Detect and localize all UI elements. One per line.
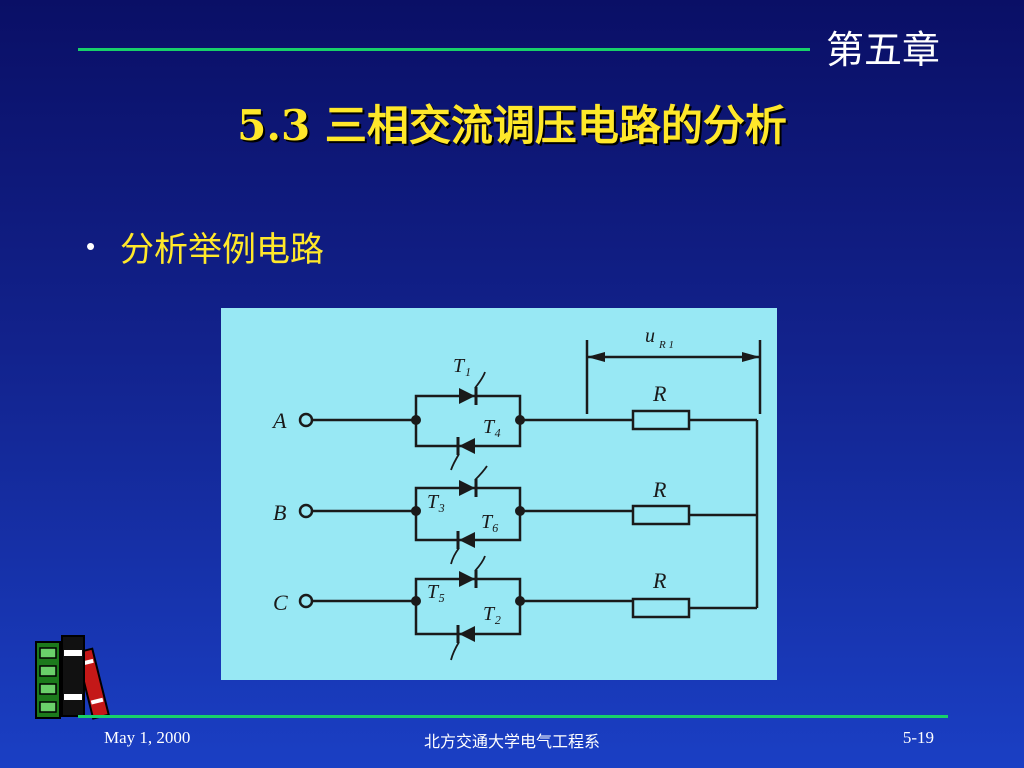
resistor-label-c: R bbox=[652, 568, 667, 593]
resistor-label-a: R bbox=[652, 381, 667, 406]
circuit-svg: A B C T₁ T₄ T₃ T₆ T₅ T₂ R R R u R 1 bbox=[271, 325, 762, 661]
thyristor-label-t2: T₂ bbox=[483, 603, 501, 625]
thyristor-label-t3: T₃ bbox=[427, 491, 445, 513]
bullet-item: • 分析举例电路 bbox=[86, 222, 324, 271]
phase-label-c: C bbox=[273, 590, 288, 615]
bullet-text: 分析举例电路 bbox=[120, 230, 324, 270]
chapter-label: 第五章 bbox=[826, 28, 941, 72]
books-icon bbox=[28, 628, 124, 724]
bullet-dot: • bbox=[86, 231, 96, 261]
resistor-label-b: R bbox=[652, 477, 667, 502]
thyristor-label-t6: T₆ bbox=[481, 511, 499, 533]
thyristor-label-t4: T₄ bbox=[483, 416, 501, 438]
phase-label-b: B bbox=[273, 500, 286, 525]
thyristor-label-t5: T₅ bbox=[427, 581, 445, 603]
voltage-label: u bbox=[645, 325, 655, 347]
footer-organization: 北方交通大学电气工程系 bbox=[423, 732, 600, 751]
circuit-diagram: A B C T₁ T₄ T₃ T₆ T₅ T₂ R R R u R 1 bbox=[221, 308, 777, 680]
slide-title: 5.3 三相交流调压电路的分析 bbox=[237, 101, 787, 150]
bottom-divider bbox=[78, 715, 948, 718]
footer-page-number: 5-19 bbox=[902, 728, 934, 747]
voltage-subscript: R 1 bbox=[658, 339, 674, 351]
thyristor-label-t1: T₁ bbox=[453, 355, 471, 377]
phase-label-a: A bbox=[271, 408, 287, 433]
top-divider bbox=[78, 48, 810, 51]
footer-date: May 1, 2000 bbox=[104, 728, 191, 747]
